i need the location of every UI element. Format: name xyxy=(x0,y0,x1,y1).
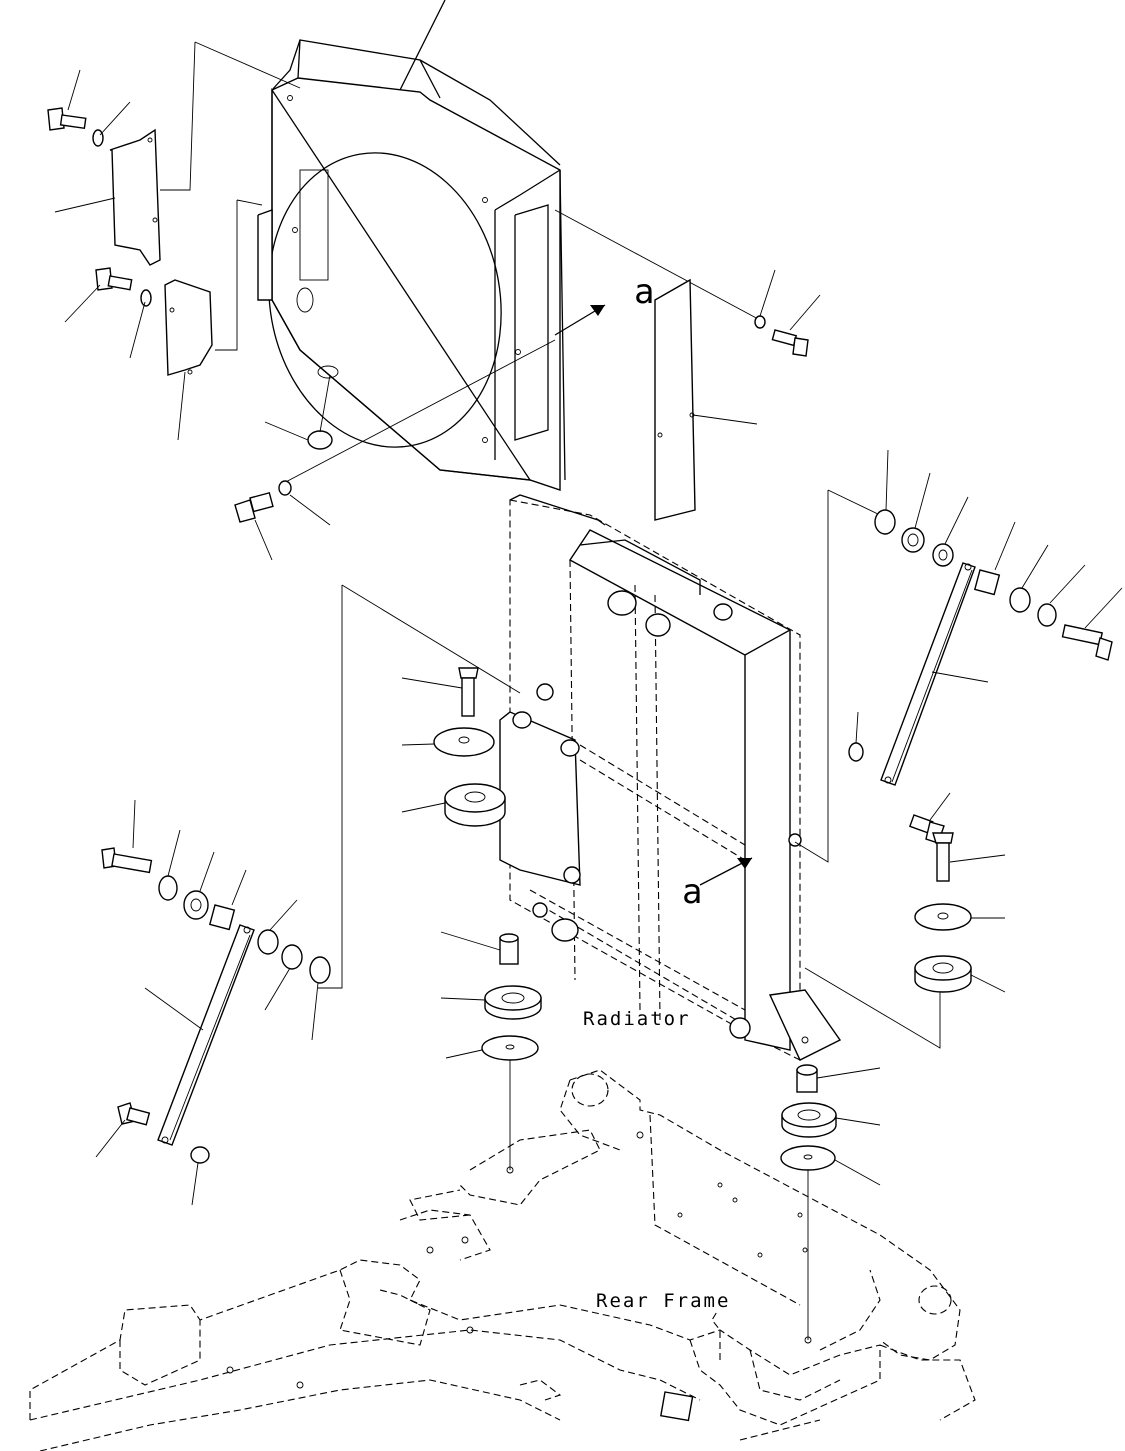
bolt-mid-left xyxy=(64,267,133,323)
right-washer-1 xyxy=(874,449,896,535)
mount-washer-left-1 xyxy=(401,727,495,757)
washer-top-right xyxy=(754,269,776,329)
right-collar xyxy=(973,521,1016,596)
washer-top-left xyxy=(92,101,131,147)
view-arrow-label-top: a xyxy=(634,272,655,312)
mount-washer-right-1 xyxy=(914,903,1005,931)
right-washer-2 xyxy=(1009,544,1049,613)
right-washer-4 xyxy=(848,711,864,762)
stay-rod-left xyxy=(144,924,255,1146)
plug xyxy=(264,374,333,450)
bolt-top-right xyxy=(771,294,821,357)
bolt-under-shroud xyxy=(234,480,331,561)
cover-plate-lower xyxy=(164,279,213,441)
left-washer-2 xyxy=(257,899,298,955)
mount-collar-right xyxy=(796,1064,881,1093)
left-washer-1 xyxy=(158,875,178,901)
right-spacer-2 xyxy=(932,496,969,567)
left-washer-3 xyxy=(264,944,303,1011)
rear-frame xyxy=(29,1069,976,1451)
rear-frame-label: Rear Frame xyxy=(596,1290,731,1312)
right-spacer-1 xyxy=(901,472,931,553)
bolt-top-left xyxy=(47,69,87,131)
cover-plate-upper xyxy=(54,128,161,266)
cover-plate-right xyxy=(654,278,758,521)
radiator-label: Radiator xyxy=(583,1008,691,1030)
washer-mid-left xyxy=(129,289,152,359)
left-washer-5 xyxy=(190,1146,210,1206)
left-spacer xyxy=(183,851,215,920)
mount-bolt-right xyxy=(932,832,1006,882)
mount-collar-left xyxy=(440,931,519,965)
mount-cushion-right-2 xyxy=(781,1102,881,1138)
left-collar xyxy=(208,869,247,931)
mount-bolt-left xyxy=(401,667,479,717)
left-bolt-short xyxy=(95,1102,151,1158)
view-arrow-label-bottom: a xyxy=(682,872,703,912)
stay-rod-right xyxy=(880,562,989,786)
mount-cushion-left-1 xyxy=(401,783,506,827)
left-bolt-long xyxy=(101,799,153,874)
fan-shroud xyxy=(257,0,566,491)
mount-cushion-right-1 xyxy=(914,955,1006,993)
right-bolt-long xyxy=(1061,587,1123,661)
mount-washer-left-2 xyxy=(445,1035,539,1170)
mount-cushion-left-2 xyxy=(440,985,542,1020)
radiator xyxy=(499,494,842,1061)
right-washer-3 xyxy=(1037,564,1086,627)
left-washer-4 xyxy=(309,956,331,1041)
mount-washer-right-2 xyxy=(780,1145,881,1340)
